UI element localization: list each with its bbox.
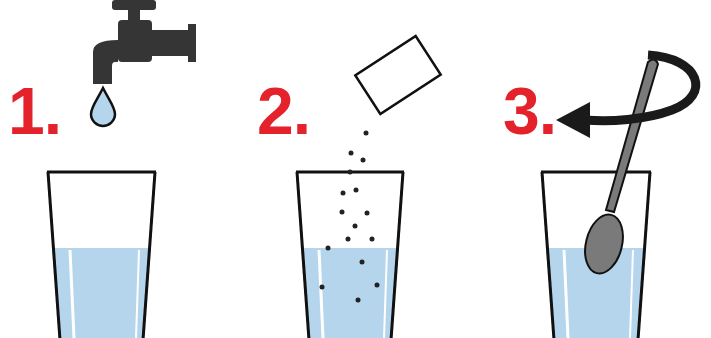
spoon <box>579 59 658 277</box>
step-number: 2. <box>257 78 310 144</box>
glass <box>541 172 651 338</box>
water-drop <box>91 88 115 126</box>
faucet <box>93 0 196 84</box>
powder-grains <box>320 131 380 303</box>
glass <box>47 172 156 338</box>
step-number: 1. <box>8 78 61 144</box>
step-number: 3. <box>503 78 556 144</box>
rotation-arrow <box>556 55 696 138</box>
glass <box>296 172 404 338</box>
powder-packet <box>355 36 440 114</box>
